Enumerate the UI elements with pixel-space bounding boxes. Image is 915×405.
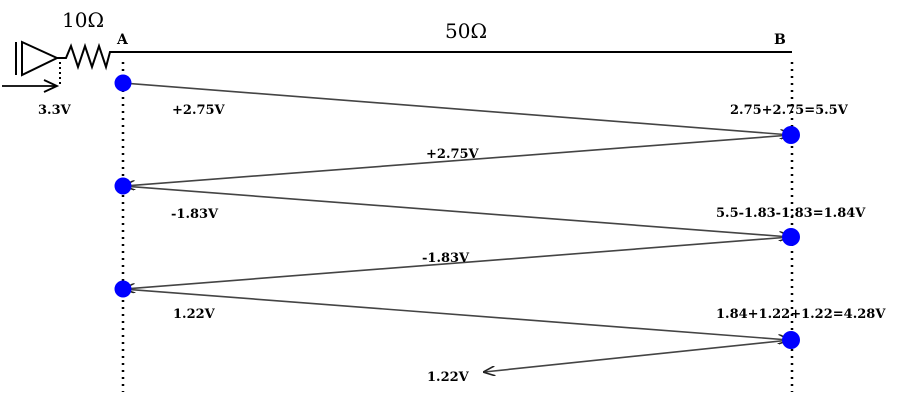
series-resistor-label: 10Ω [62,8,104,32]
reflection-arrow-5 [122,288,789,340]
end-b-label: B [774,32,786,48]
node-a-2 [114,177,132,195]
reflection-arrow-3 [122,185,790,237]
node-a-1 [114,74,132,92]
reflection-label-6: 1.22V [427,370,470,385]
end-a-label: A [116,32,129,48]
reflection-label-3: -1.83V [171,207,219,222]
reflection-arrow-4 [124,236,791,289]
source-voltage-label: 3.3V [38,103,72,118]
reflection-arrow-1 [122,82,791,135]
reflection-label-1: +2.75V [172,103,226,118]
node-b-value-2: 5.5-1.83-1.83=1.84V [716,206,866,221]
source-voltage-arrow-icon [43,79,60,93]
node-b-3 [782,331,800,349]
reflection-arrow-2 [124,134,792,186]
line-impedance-label: 50Ω [445,19,487,43]
node-b-value-1: 2.75+2.75=5.5V [730,103,849,118]
series-resistor-icon [57,42,123,71]
reflection-label-2: +2.75V [426,147,480,162]
reflection-label-4: -1.83V [422,251,470,266]
node-a-3 [114,280,132,298]
reflection-label-5: 1.22V [173,307,216,322]
node-b-1 [782,126,800,144]
node-b-2 [782,228,800,246]
node-b-value-3: 1.84+1.22+1.22=4.28V [716,307,886,322]
reflection-arrow-6 [484,339,791,372]
driver-buffer-icon [15,40,60,77]
